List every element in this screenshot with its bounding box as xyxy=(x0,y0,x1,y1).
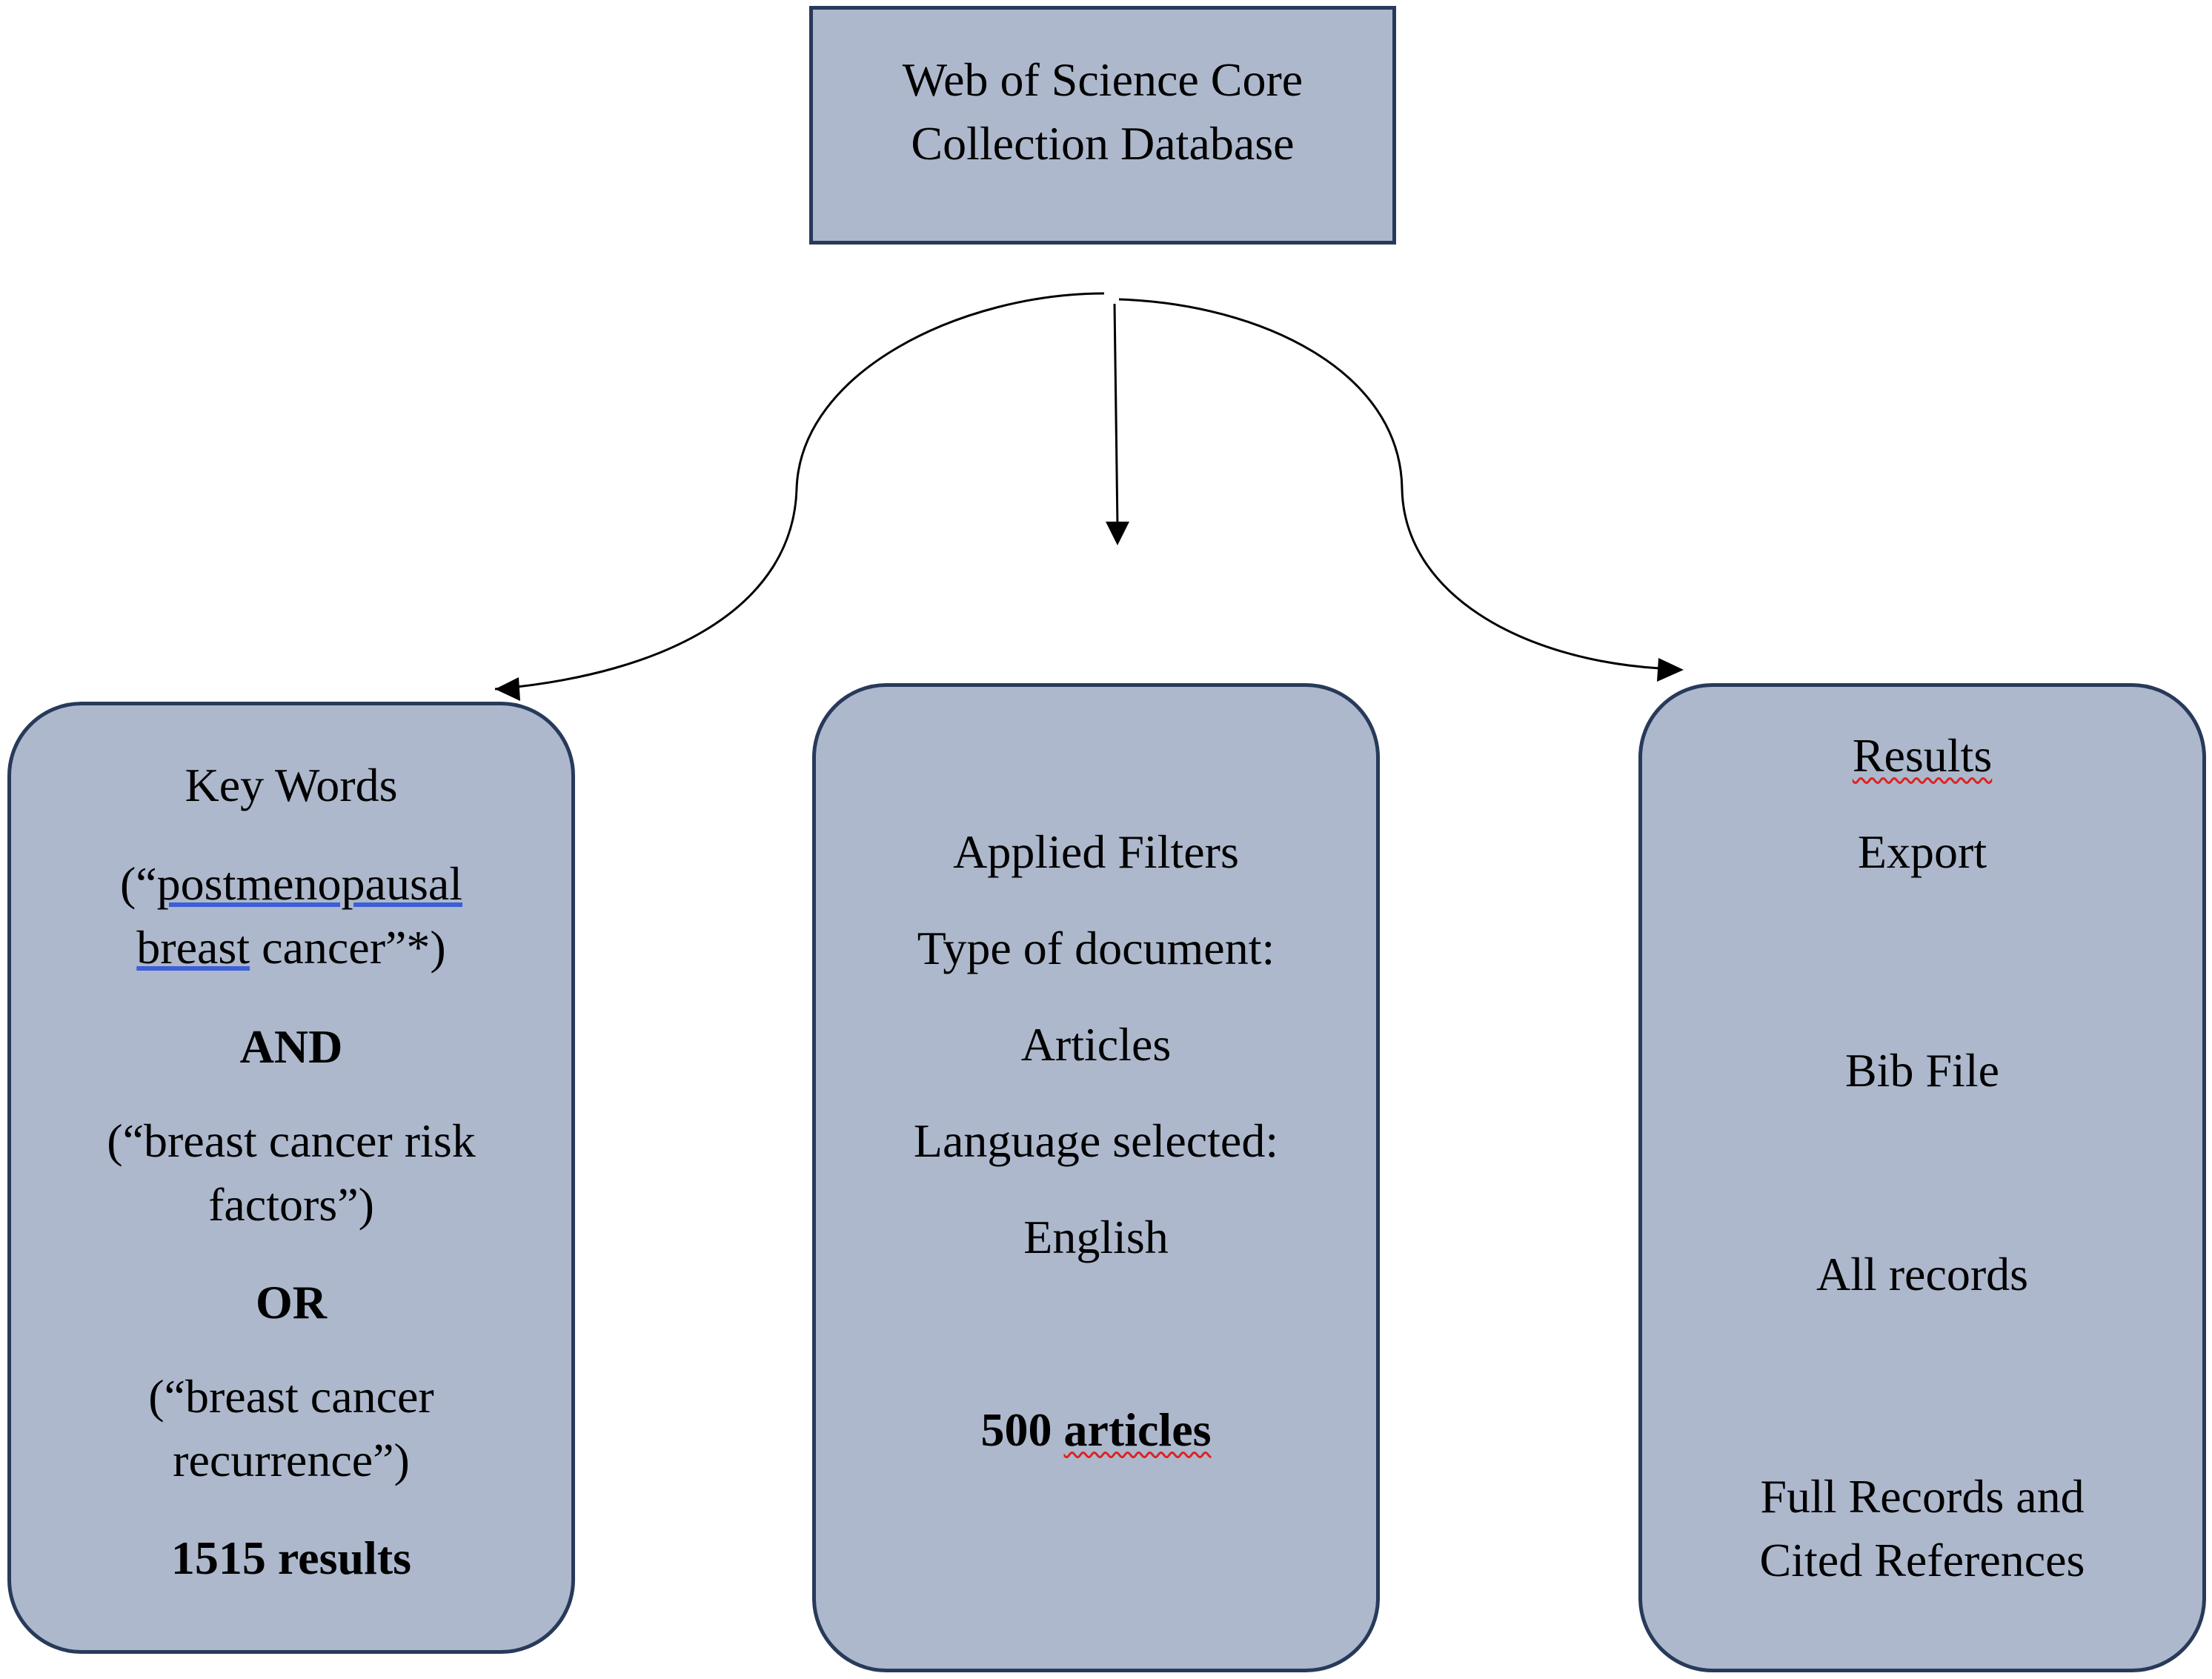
arrow-head-filters xyxy=(1106,522,1129,545)
keywords-heading: Key Words xyxy=(185,759,398,811)
query-2: (“breast cancer risk factors”) xyxy=(107,1114,476,1231)
arrow-head-results xyxy=(1657,658,1684,682)
operator-and: AND xyxy=(239,1020,343,1073)
step-bib-file: Bib File xyxy=(1844,1044,2000,1097)
query-3: (“breast cancer recurrence”) xyxy=(148,1370,434,1486)
arrow-head-keywords xyxy=(495,677,520,701)
doc-type-value: Articles xyxy=(1020,1018,1172,1071)
language-label: Language selected: xyxy=(913,1114,1279,1167)
query-1-word-2: breast xyxy=(136,921,250,974)
query-1-word-1: postmenopausal xyxy=(156,857,463,910)
arrow-to-results xyxy=(1118,298,1661,670)
step-all-records: All records xyxy=(1816,1248,2029,1300)
results-heading: Results xyxy=(1852,729,1993,782)
operator-or: OR xyxy=(256,1276,327,1329)
doc-type-label: Type of document: xyxy=(917,922,1275,974)
database-line-1: Web of Science Core xyxy=(902,53,1303,106)
keywords-result-count: 1515 results xyxy=(170,1532,412,1584)
database-box: Web of Science Core Collection Database xyxy=(809,6,1396,245)
database-line-2: Collection Database xyxy=(911,117,1295,170)
arrow-to-filters xyxy=(1113,303,1119,527)
arrow-to-keywords xyxy=(494,292,1105,691)
results-box: Results Export Bib File All records Full… xyxy=(1638,683,2206,1672)
step-export: Export xyxy=(1857,825,1987,878)
step-full-records: Full Records and Cited References xyxy=(1759,1470,2085,1586)
filters-box: Applied Filters Type of document: Articl… xyxy=(812,683,1380,1672)
language-value: English xyxy=(1023,1211,1169,1263)
filters-heading: Applied Filters xyxy=(953,825,1239,878)
filters-result-count: 500 articles xyxy=(980,1403,1212,1456)
